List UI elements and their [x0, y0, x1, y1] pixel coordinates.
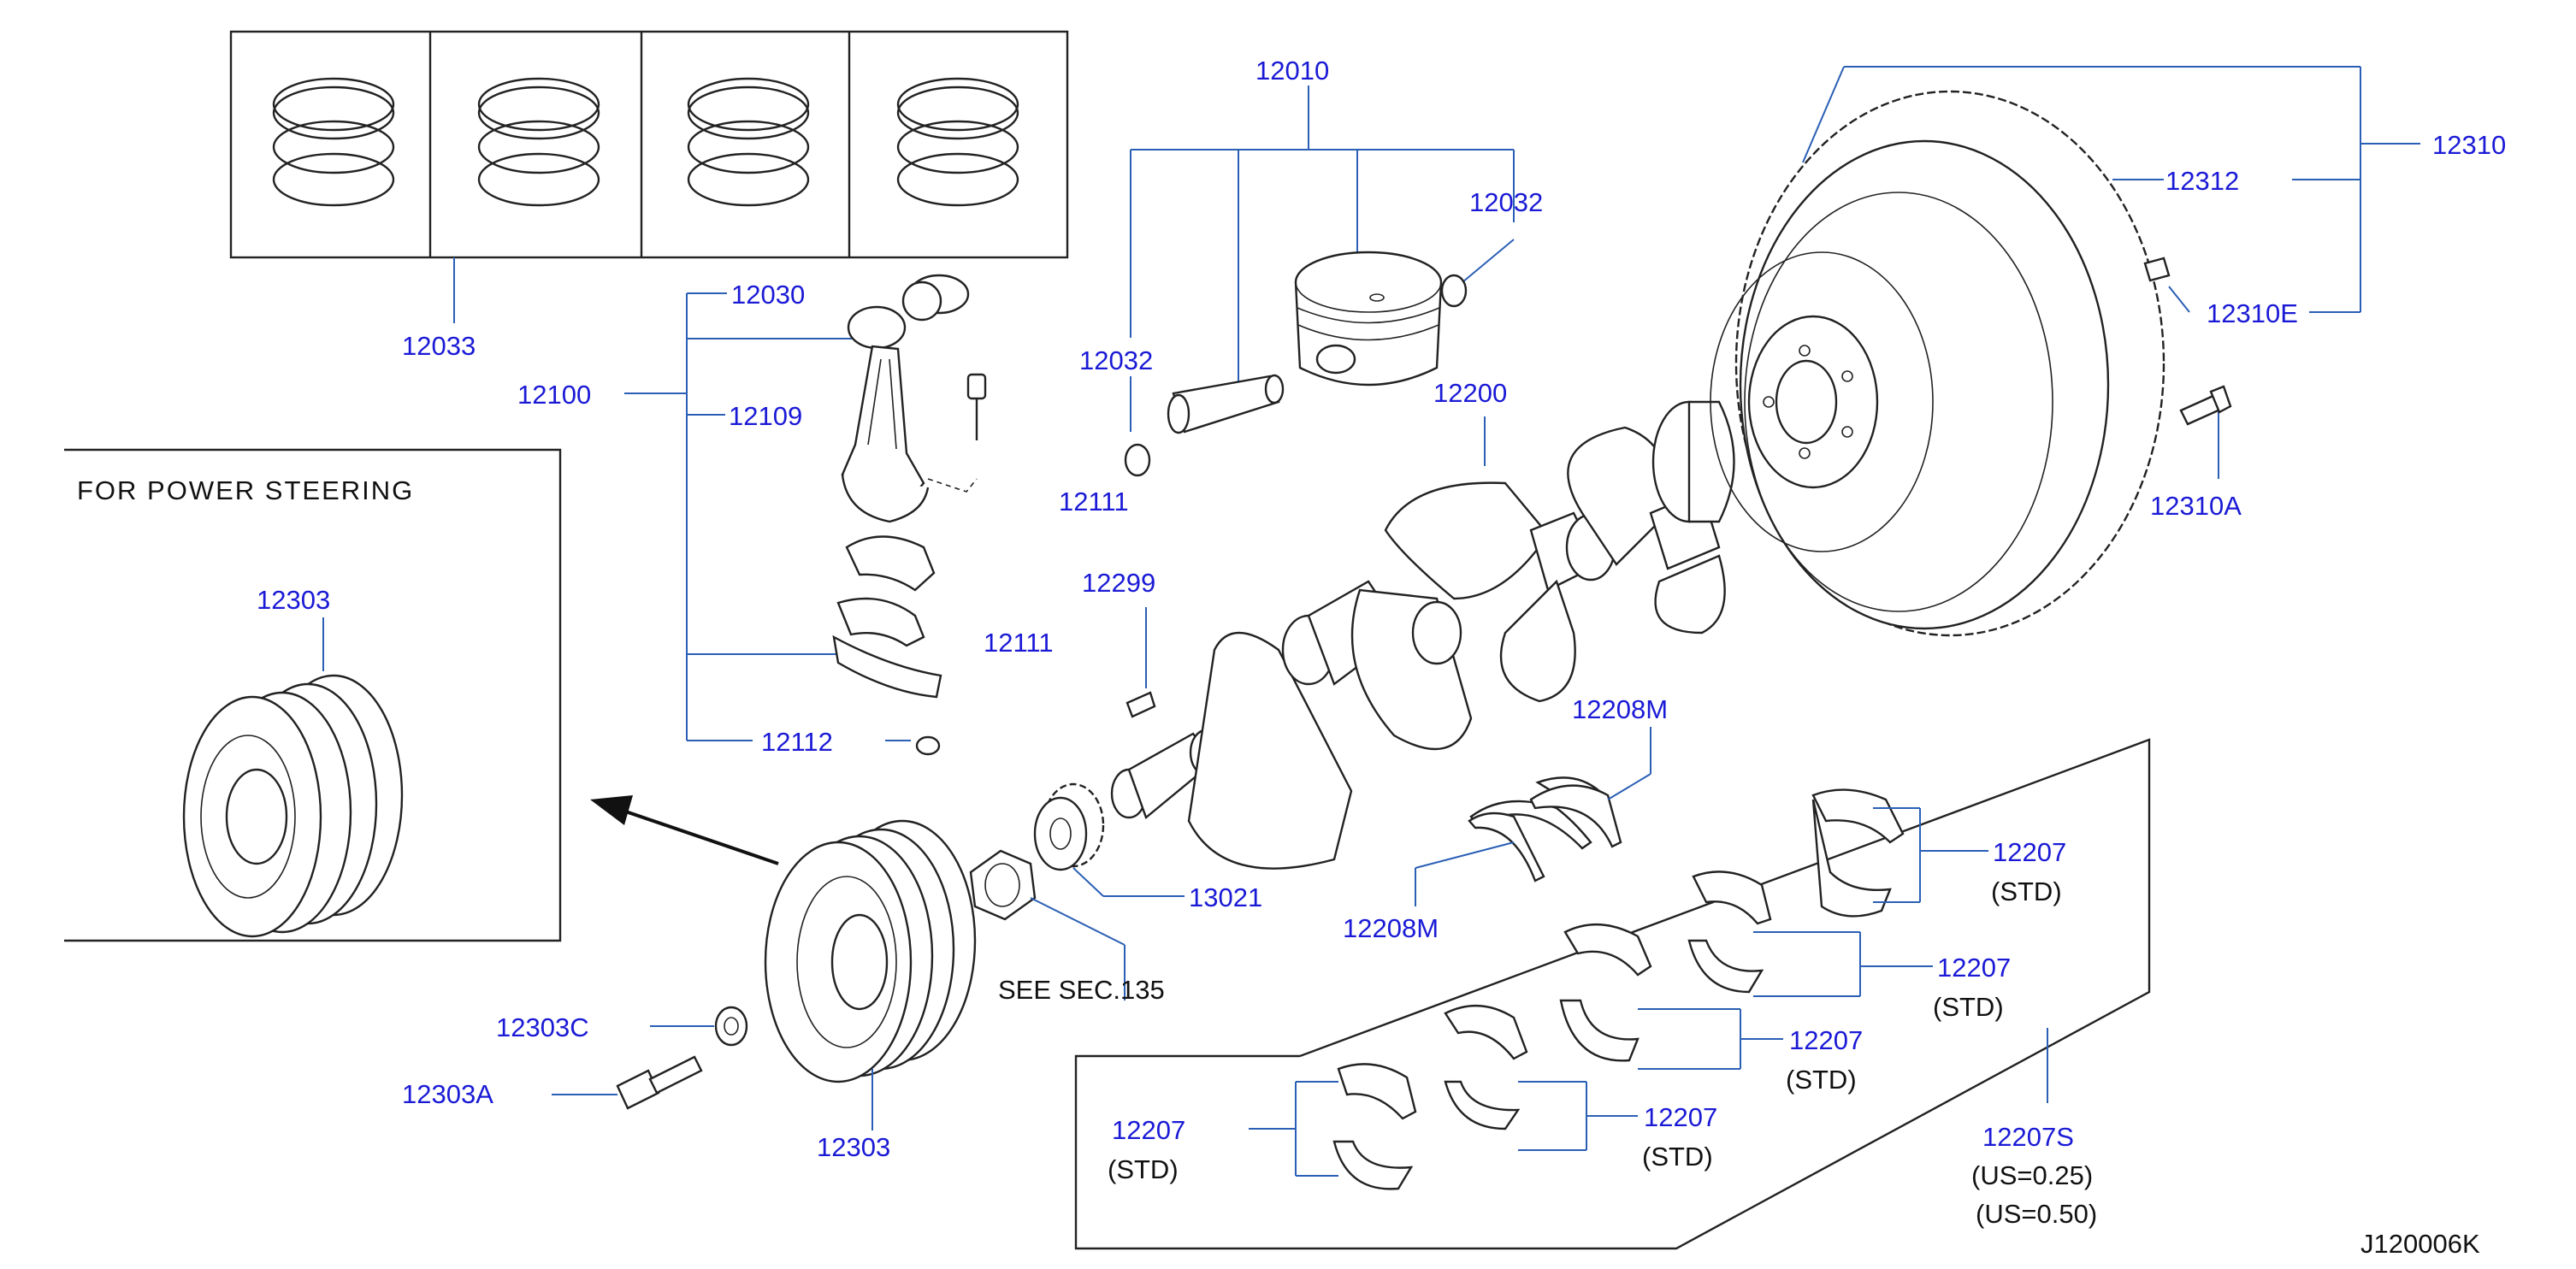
std-note-2: (STD)	[1933, 992, 2004, 1022]
undersize-note-050: (US=0.50)	[1976, 1199, 2097, 1229]
label-12112: 12112	[761, 727, 833, 757]
crankshaft-pulley-icon	[182, 674, 404, 938]
crankshaft-icon	[1110, 400, 1735, 870]
connecting-rod-icon	[832, 274, 987, 756]
label-12207-1: 12207	[1993, 837, 2066, 867]
std-note-5: (STD)	[1108, 1154, 1179, 1184]
undersize-note-025: (US=0.25)	[1971, 1160, 2093, 1190]
label-12303: 12303	[817, 1132, 890, 1162]
snap-ring-icon	[1124, 274, 1468, 477]
arrow-icon	[590, 795, 779, 865]
label-12310: 12310	[2432, 130, 2506, 160]
sprocket-icon	[1033, 782, 1105, 871]
flywheel-icon	[1710, 90, 2232, 637]
piston-pin-icon	[1167, 374, 1285, 434]
label-12207S: 12207S	[1982, 1122, 2074, 1152]
diagram-id: J120006K	[2360, 1229, 2480, 1259]
see-section-note: SEE SEC.135	[998, 975, 1165, 1005]
label-13021: 13021	[1189, 882, 1262, 912]
power-steering-inset	[64, 448, 562, 942]
std-note-4: (STD)	[1642, 1142, 1713, 1172]
piston-ring-set-box	[229, 30, 1069, 259]
inset-title: FOR POWER STEERING	[77, 475, 414, 505]
label-12303A: 12303A	[402, 1079, 493, 1109]
label-12200: 12200	[1433, 378, 1507, 408]
label-12310E: 12310E	[2207, 298, 2298, 328]
label-12207-4: 12207	[1644, 1102, 1717, 1132]
bearing-shell-icon	[1332, 788, 1905, 1190]
label-12032-right: 12032	[1469, 187, 1543, 217]
std-note-3: (STD)	[1786, 1065, 1857, 1095]
spacer-icon	[969, 849, 1037, 921]
label-12111-lower: 12111	[984, 628, 1054, 658]
label-12207-5: 12207	[1112, 1115, 1185, 1145]
label-12032-left: 12032	[1079, 345, 1153, 375]
label-12207-3: 12207	[1789, 1025, 1863, 1055]
thrust-washer-icon	[1468, 776, 1622, 882]
piston-ring-set-icon	[272, 77, 1019, 207]
flywheel-leaders	[1802, 66, 2420, 479]
main-bearing-leaders	[1249, 807, 2048, 1177]
washer-icon	[714, 1006, 748, 1047]
pulley-bolt-icon	[616, 1055, 703, 1110]
label-12207-2: 12207	[1937, 953, 2011, 983]
std-note-1: (STD)	[1991, 876, 2062, 906]
label-12310A: 12310A	[2150, 491, 2242, 521]
label-12303-inset: 12303	[257, 585, 330, 615]
piston-leaders	[1130, 86, 1515, 432]
piston-icon	[1294, 251, 1443, 387]
label-12010: 12010	[1256, 56, 1329, 86]
label-12208M-upper: 12208M	[1572, 694, 1668, 724]
label-12109: 12109	[729, 401, 802, 431]
label-12033: 12033	[402, 331, 476, 361]
label-12299: 12299	[1082, 568, 1155, 598]
label-12100: 12100	[517, 380, 591, 410]
label-12208M-lower: 12208M	[1343, 913, 1439, 943]
label-12312: 12312	[2165, 166, 2239, 196]
connecting-rod-leaders	[624, 292, 911, 741]
label-12030: 12030	[731, 280, 805, 310]
label-12111-upper: 12111	[1059, 487, 1129, 516]
main-pulley-icon	[764, 819, 977, 1083]
main-bearing-box	[1074, 738, 2151, 1250]
label-12303C: 12303C	[496, 1012, 589, 1042]
